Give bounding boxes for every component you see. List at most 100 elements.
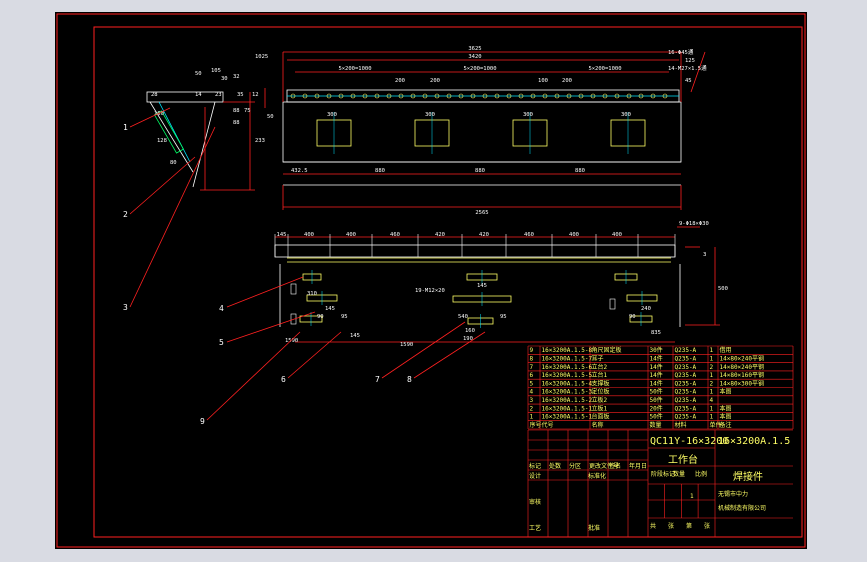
bolt-hole [614,93,620,99]
bom-header-cell: 名称 [592,421,604,429]
bom-cell: 6 [530,372,534,379]
plan-dim-label: 1590 [400,342,413,348]
dim-pitch-left: 5×200=1000 [338,66,371,72]
side-dim-label: 35 [237,92,244,98]
bom-cell: Q235-A [675,405,697,412]
hole-note-leader [690,51,706,93]
hole-note: 14-M27×1.5通 [668,64,707,72]
plan-note: 9-Φ18×Φ30 [679,221,709,227]
bolt-hole [626,93,632,99]
plan-dim-label: 145 [477,283,487,289]
bom-header-cell: 数量 [650,421,662,429]
window-width-label: 300 [425,112,435,118]
bom-header-cell: 备注 [720,421,732,429]
sign-row-label: 审核 [529,498,541,506]
callout-number: 5 [219,338,224,347]
callout-number: 7 [375,375,380,384]
bolt-hole [314,93,320,99]
plan-dim-label: 310 [307,291,317,297]
bolt-hole [638,93,644,99]
bom-cell: Q235-A [675,356,697,363]
side-dim-label: 30 [221,76,228,82]
window-width-label: 300 [327,112,337,118]
callout-leader [287,331,342,379]
plan-spacing-label: 420 [435,232,445,238]
bom-cell: 支撑板 [592,379,610,387]
bom-cell: 14件 [650,379,663,387]
plan-slot [609,298,616,310]
bom-header-cell: 代号 [542,421,554,429]
bom-cell: 2 [710,380,714,387]
bom-cell: 1 [710,347,714,354]
plan-spacing-label: 400 [304,232,314,238]
bom-header-cell: 单件 [710,421,722,429]
bolt-hole [482,93,488,99]
revision-row-cell: 签名 [609,462,621,470]
plan-dim-label: 240 [641,306,651,312]
bom-cell: 3 [530,397,534,404]
callout-number: 8 [407,375,412,384]
bom-cell: 1 [710,372,714,379]
scale-value: 1 [690,493,694,500]
revision-row-cell: 处数 [549,462,561,470]
side-dim-label: 80 [170,160,177,166]
side-dim-label: 88 [233,120,240,126]
dim-overall-label: 3625 [468,46,481,52]
bolt-hole [422,93,428,99]
plan-spacing-label: 460 [524,232,534,238]
bom-cell: 立台2 [592,363,608,371]
bom-cell: 14×80×300平钢 [720,379,765,387]
bom-cell: 本图 [720,413,732,421]
bom-cell: 耳子 [592,356,604,363]
dim-gap-label: 200 [430,78,440,84]
bolt-hole [650,93,656,99]
plan-dim-label: 190 [463,336,473,342]
callout-leader [413,331,486,379]
bom-cell: 9 [530,347,534,354]
sign-row-label: 工艺 [529,524,541,532]
callout-number: 6 [281,375,286,384]
plan-dim-label: 145 [325,306,335,312]
callout-leader [129,107,171,128]
bom-cell: 1 [710,356,714,363]
bom-cell: 14件 [650,371,663,379]
bolt-hole [554,93,560,99]
bom-cell: 16×3200A.1.5-3 [542,389,593,396]
bolt-hole [518,93,524,99]
bom-cell: 20件 [650,404,663,412]
bom-cell: 1 [710,405,714,412]
bom-cell: 立板2 [592,396,608,404]
plan-mid-note: 19-M12×20 [415,288,445,294]
bolt-hole [578,93,584,99]
bom-cell: 16×3200A.1.5-1 [542,405,593,412]
bom-cell: 50件 [650,413,663,421]
plan-dim-label: 90 [629,314,636,320]
callout-leader [381,321,466,379]
bolt-hole [602,93,608,99]
window-width-label: 300 [523,112,533,118]
bom-cell: 16×3200A.1.5-6 [542,364,593,371]
bom-cell: 50件 [650,396,663,404]
front-view-bolts [290,93,668,99]
plan-height-label: 500 [718,286,728,292]
footer-sheets: 张 [668,522,674,530]
side-dim-label: 14 [195,92,202,98]
dim-pitch-right: 5×200=1000 [588,66,621,72]
sign-row-extra: 批准 [588,524,600,532]
dim-left-offset-label: 1025 [255,54,268,60]
bolt-hole [566,93,572,99]
plan-spacing-label: 460 [390,232,400,238]
inner-border [93,26,803,538]
hole-note: 45 [685,78,692,84]
plan-view-top-strip [274,244,676,258]
drawing-assembly-name: 焊接件 [733,470,763,483]
side-view-rib-right [192,101,216,188]
callout-number: 3 [123,303,128,312]
callout-number: 9 [200,417,205,426]
bolt-hole [386,93,392,99]
bolt-hole [494,93,500,99]
bolt-hole [470,93,476,99]
bolt-hole [398,93,404,99]
